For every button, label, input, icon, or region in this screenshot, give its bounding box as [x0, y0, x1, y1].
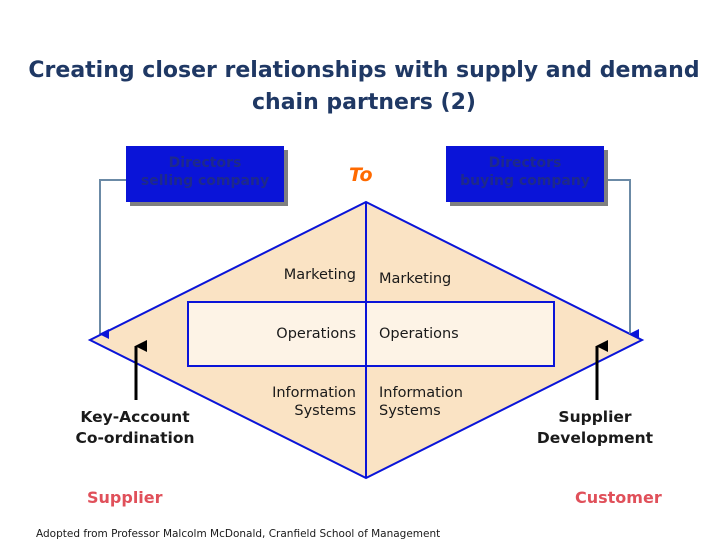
left-operations: Operations: [276, 326, 356, 342]
operations-band: [187, 301, 555, 367]
directors-selling-company-box: Directors selling company: [126, 146, 284, 202]
right-side-line2: Development: [536, 429, 654, 447]
right-connector-arrow: [603, 179, 639, 339]
right-systems: Systems: [379, 403, 441, 419]
right-operations: Operations: [379, 326, 459, 342]
key-account-coordination-label: Key-Account Co-ordination: [50, 407, 220, 449]
left-systems: Systems: [294, 403, 356, 419]
left-information: Information: [272, 385, 356, 401]
box-right-line1: Directors: [488, 155, 562, 171]
box-left-line2: selling company: [140, 173, 270, 189]
left-side-line1: Key-Account: [80, 408, 190, 426]
supplier-label: Supplier: [87, 488, 163, 507]
box-right-line2: buying company: [460, 173, 590, 189]
right-marketing: Marketing: [379, 271, 452, 287]
directors-buying-company-box: Directors buying company: [446, 146, 604, 202]
box-left-line1: Directors: [168, 155, 242, 171]
slide-title-line1: Creating closer relationships with suppl…: [28, 58, 700, 83]
source-footnote: Adopted from Professor Malcolm McDonald,…: [36, 528, 441, 540]
left-connector-arrow: [99, 179, 126, 339]
right-side-line1: Supplier: [558, 408, 632, 426]
left-marketing: Marketing: [283, 267, 356, 283]
slide-title-line2: chain partners (2): [252, 90, 476, 115]
supplier-development-label: Supplier Development: [520, 407, 670, 449]
customer-label: Customer: [575, 488, 662, 507]
left-side-line2: Co-ordination: [75, 429, 195, 447]
right-information: Information: [379, 385, 463, 401]
to-label: To: [349, 164, 373, 186]
